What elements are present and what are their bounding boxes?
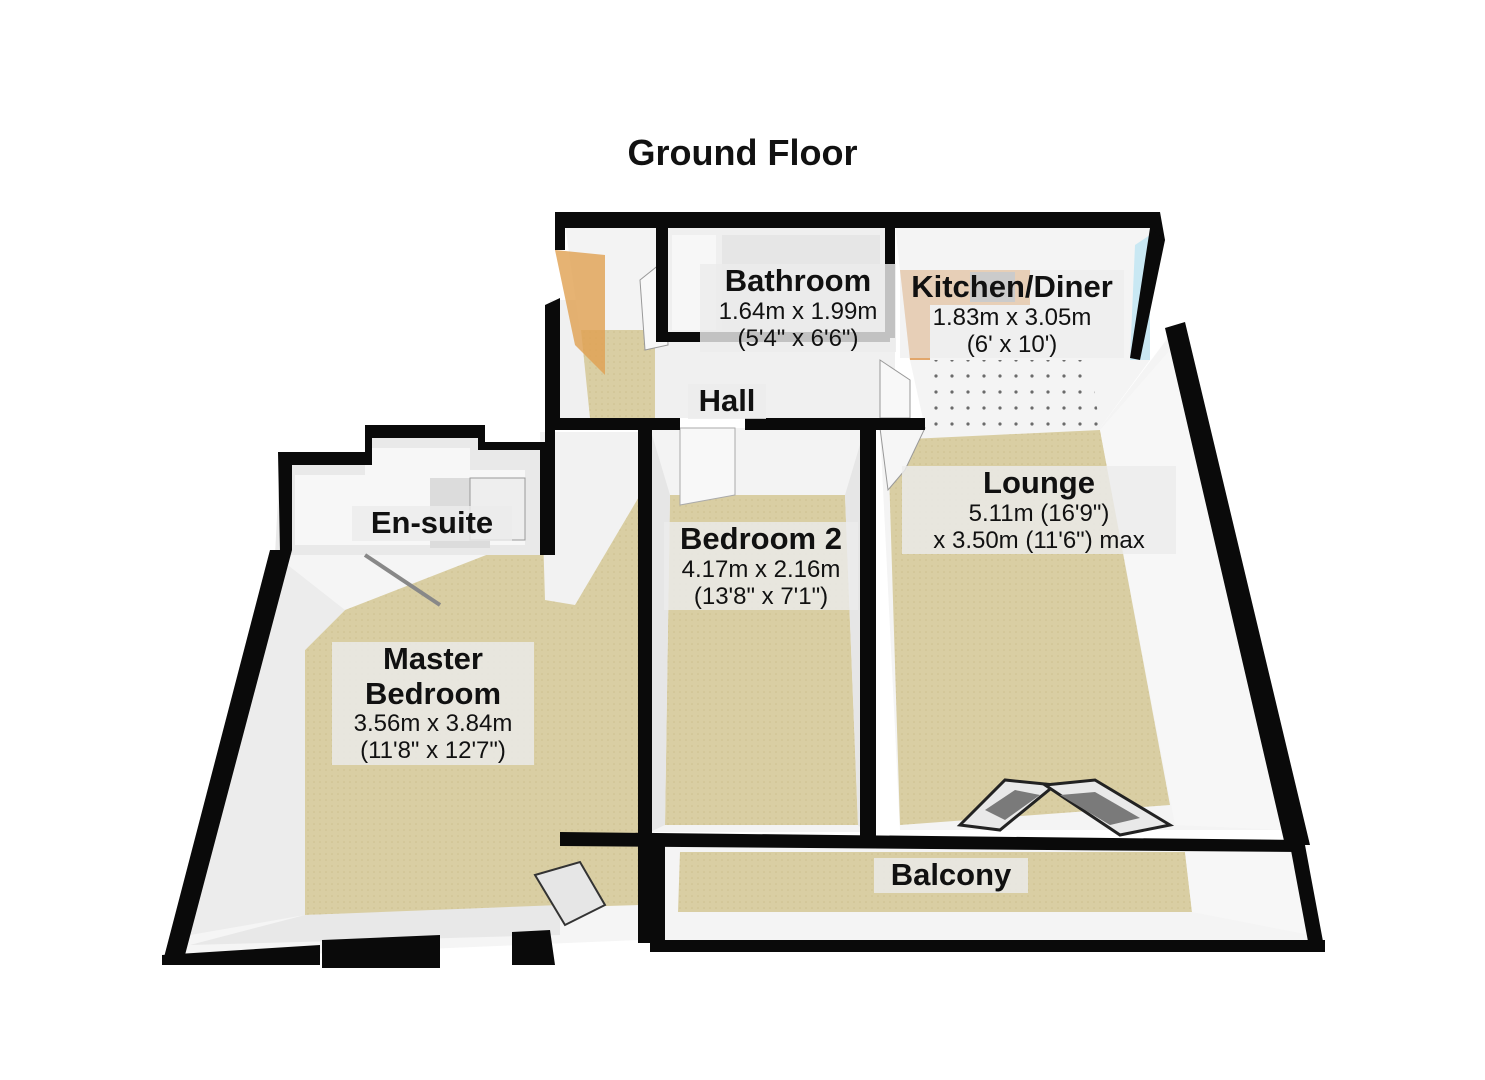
- hall-room: [550, 225, 911, 419]
- master-bedroom-dim-metric: 3.56m x 3.84m: [353, 710, 513, 738]
- master-bedroom-dim-imperial: (11'8" x 12'7"): [360, 737, 506, 765]
- lounge-name: Lounge: [983, 465, 1095, 500]
- bathroom-label: Bathroom 1.64m x 1.99m (5'4" x 6'6"): [700, 263, 896, 353]
- walls: [162, 212, 1325, 968]
- lounge-dim-width: x 3.50m (11'6") max: [933, 526, 1145, 554]
- kitchen-diner-name: Kitchen/Diner: [911, 269, 1113, 304]
- hall-label: Hall: [688, 383, 766, 419]
- bathroom-dim-imperial: (5'4" x 6'6"): [737, 324, 859, 352]
- balcony-label: Balcony: [874, 857, 1028, 893]
- ensuite-name: En-suite: [370, 505, 494, 540]
- balcony-door: [533, 860, 607, 927]
- floor-title: Ground Floor: [627, 132, 858, 173]
- kitchen-diner-dim-metric: 1.83m x 3.05m: [932, 303, 1092, 331]
- master-bedroom-name-line2: Bedroom: [364, 675, 502, 711]
- lounge-label: Lounge 5.11m (16'9") x 3.50m (11'6") max: [902, 465, 1176, 555]
- ensuite-label: En-suite: [352, 505, 512, 541]
- bathroom-dim-metric: 1.64m x 1.99m: [718, 297, 878, 325]
- balcony-name: Balcony: [890, 857, 1012, 892]
- kitchen-diner-label: Kitchen/Diner 1.83m x 3.05m (6' x 10'): [900, 269, 1124, 359]
- master-bedroom-label: Master Bedroom 3.56m x 3.84m (11'8" x 12…: [332, 641, 534, 766]
- kitchen-diner-dim-imperial: (6' x 10'): [966, 330, 1058, 358]
- bedroom-2-dim-metric: 4.17m x 2.16m: [681, 555, 841, 583]
- master-bedroom-name-line1: Master: [383, 641, 483, 676]
- bedroom-2-room: [650, 427, 865, 832]
- bathroom-name: Bathroom: [724, 263, 872, 298]
- bedroom-2-dim-imperial: (13'8" x 7'1"): [693, 582, 829, 610]
- hall-name: Hall: [698, 383, 756, 418]
- bedroom-2-label: Bedroom 2 4.17m x 2.16m (13'8" x 7'1"): [664, 521, 858, 611]
- bedroom-2-name: Bedroom 2: [680, 521, 842, 556]
- lounge-dim-length: 5.11m (16'9"): [968, 499, 1110, 527]
